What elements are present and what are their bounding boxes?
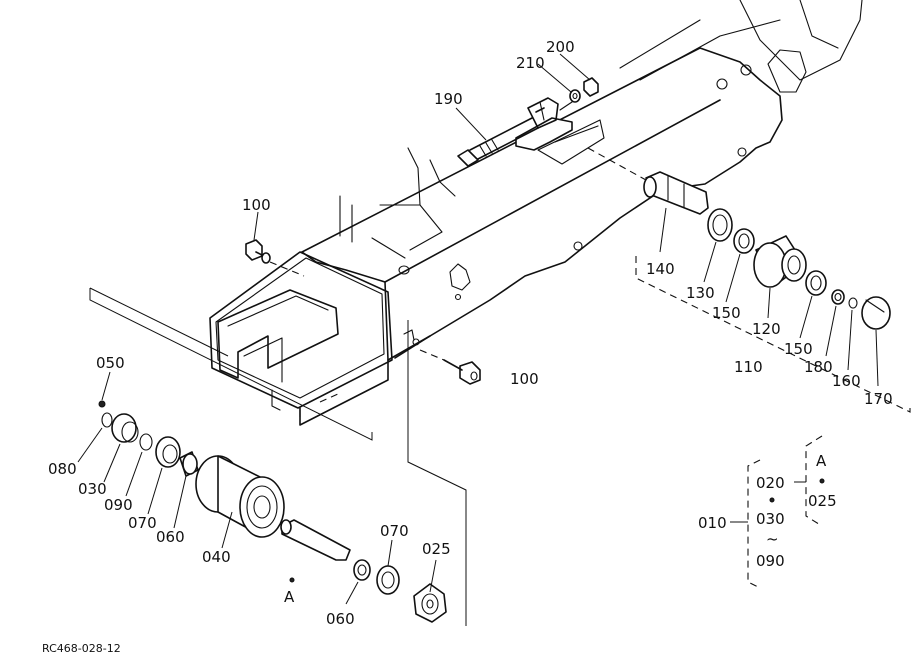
label-130: 130 xyxy=(686,284,715,302)
assembly-key xyxy=(730,435,825,589)
label-A-shaft: A xyxy=(284,588,295,606)
label-100-upper: 100 xyxy=(242,196,271,214)
key-010: 010 xyxy=(698,514,727,532)
label-025: 025 xyxy=(422,540,451,558)
label-070-a: 070 xyxy=(128,514,157,532)
key-tilde: ~ xyxy=(766,530,779,548)
label-070-b: 070 xyxy=(380,522,409,540)
track-frame xyxy=(209,0,863,426)
label-150-b: 150 xyxy=(784,340,813,358)
key-090: 090 xyxy=(756,552,785,570)
part-labels: 200 210 190 100 100 140 130 150 120 110 … xyxy=(42,38,893,655)
label-110: 110 xyxy=(734,358,763,376)
label-210: 210 xyxy=(516,54,545,72)
label-150-a: 150 xyxy=(712,304,741,322)
key-A: A xyxy=(816,452,827,470)
track-roller-assembly xyxy=(89,287,467,626)
label-170: 170 xyxy=(864,390,893,408)
label-040: 040 xyxy=(202,548,231,566)
label-100-lower: 100 xyxy=(510,370,539,388)
label-080: 080 xyxy=(48,460,77,478)
label-090: 090 xyxy=(104,496,133,514)
bolt-100-lower xyxy=(419,349,481,385)
label-190: 190 xyxy=(434,90,463,108)
leader-lines xyxy=(77,53,879,605)
label-200: 200 xyxy=(546,38,575,56)
label-030: 030 xyxy=(78,480,107,498)
front-idler-assembly xyxy=(587,147,911,413)
label-180: 180 xyxy=(804,358,833,376)
key-020: 020 xyxy=(756,474,785,492)
tensioner-bracket xyxy=(457,77,599,167)
label-160: 160 xyxy=(832,372,861,390)
drawing-code: RC468-028-12 xyxy=(42,642,121,655)
label-060-a: 060 xyxy=(156,528,185,546)
label-120: 120 xyxy=(752,320,781,338)
label-060-b: 060 xyxy=(326,610,355,628)
key-025: 025 xyxy=(808,492,837,510)
label-140: 140 xyxy=(646,260,675,278)
bolt-100-upper xyxy=(245,239,305,277)
label-050: 050 xyxy=(96,354,125,372)
key-030: 030 xyxy=(756,510,785,528)
